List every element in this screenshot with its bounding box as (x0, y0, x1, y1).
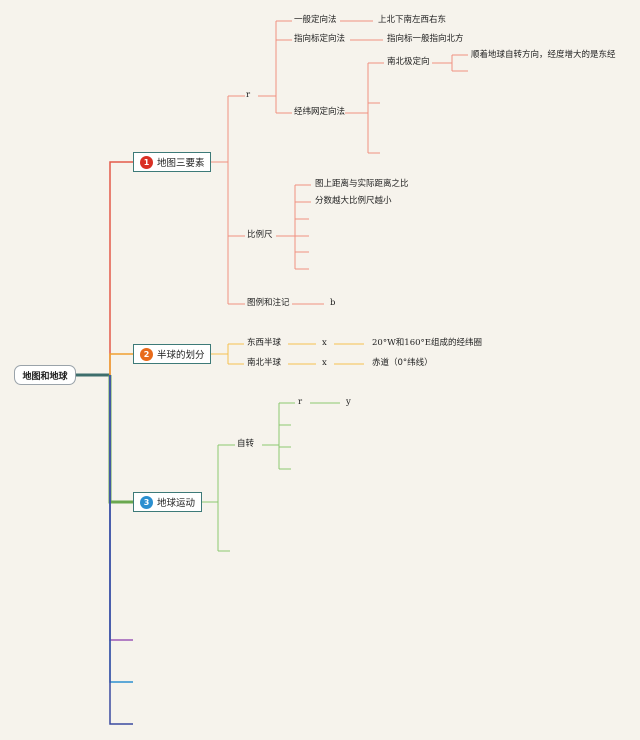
topic-legend-value[interactable]: b (330, 298, 336, 308)
topic-scale-rule[interactable]: 分数越大比例尺越小 (315, 196, 392, 206)
topic-general-direction-value[interactable]: 上北下南左西右东 (378, 15, 447, 25)
root-connectors (76, 161, 133, 725)
topic-north-south-hemisphere[interactable]: 南北半球 (247, 358, 282, 368)
number-badge-2: 2 (140, 347, 153, 361)
topic-compass-direction-value[interactable]: 指向标一般指向北方 (387, 34, 464, 44)
number-badge-3: 3 (140, 495, 153, 509)
topic-pole-direction-value[interactable]: 顺着地球自转方向，经度增大的是东经 (471, 50, 616, 60)
topic-general-direction[interactable]: 一般定向法 (294, 15, 337, 25)
root-label: 地图和地球 (22, 371, 68, 382)
topic-rotation[interactable]: 自转 (237, 439, 255, 449)
branch1-connectors (211, 20, 468, 305)
topic-scale[interactable]: 比例尺 (247, 230, 273, 240)
branch-label-2: 半球的划分 (157, 350, 205, 361)
topic-grid-direction[interactable]: 经纬网定向法 (294, 107, 346, 117)
topic-legend[interactable]: 图例和注记 (247, 298, 290, 308)
topic-east-west-hemisphere[interactable]: 东西半球 (247, 338, 282, 348)
number-badge-1: 1 (140, 155, 153, 169)
branch-node-1[interactable]: 1 地图三要素 (133, 152, 211, 172)
topic-rotation-y[interactable]: y (346, 397, 351, 407)
branch-node-3[interactable]: 3 地球运动 (133, 492, 202, 512)
branch-node-2[interactable]: 2 半球的划分 (133, 344, 211, 364)
topic-r[interactable]: r (246, 90, 251, 100)
topic-east-west-x[interactable]: x (322, 338, 327, 348)
root-node[interactable]: 地图和地球 (14, 365, 76, 385)
topic-scale-definition[interactable]: 图上距离与实际距离之比 (315, 179, 409, 189)
branch-label-1: 地图三要素 (157, 158, 205, 169)
topic-rotation-r[interactable]: r (298, 397, 303, 407)
branch-label-3: 地球运动 (157, 498, 196, 509)
topic-east-west-value[interactable]: 20°W和160°E组成的经纬圈 (372, 338, 482, 348)
branch2-connectors (211, 343, 364, 365)
topic-north-south-x[interactable]: x (322, 358, 327, 368)
topic-north-south-value[interactable]: 赤道（0°纬线） (372, 358, 433, 368)
topic-pole-direction[interactable]: 南北极定向 (387, 57, 430, 67)
branch3-connectors (202, 402, 340, 552)
topic-compass-direction[interactable]: 指向标定向法 (294, 34, 346, 44)
